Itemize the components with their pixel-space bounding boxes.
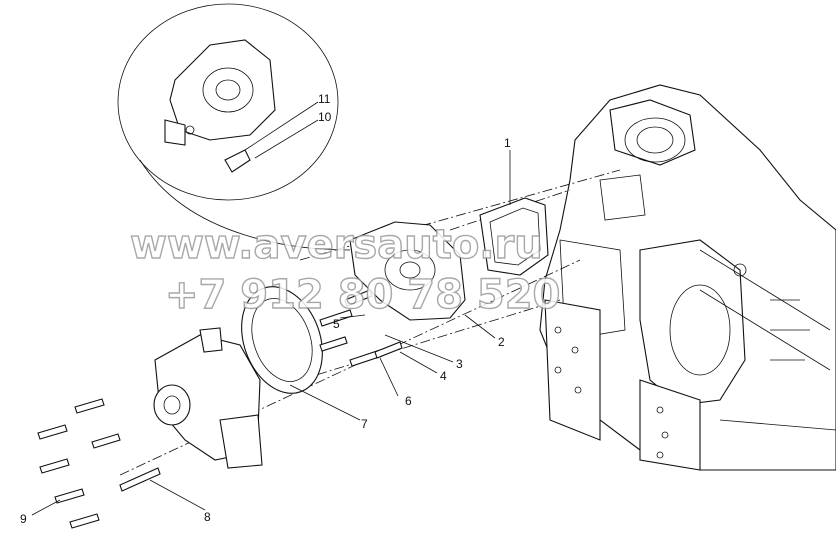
- callout-3: 3: [456, 357, 463, 371]
- detail-view-circle: [117, 3, 351, 251]
- engine-block: [539, 84, 836, 471]
- callout-9: 9: [20, 512, 27, 526]
- callout-4: 4: [440, 369, 447, 383]
- water-pump-cover: [349, 221, 466, 321]
- callout-labels: 1 2 3 4 5 6 7 8 9 10 11: [20, 92, 511, 526]
- callout-2: 2: [498, 335, 505, 349]
- callout-10: 10: [318, 110, 332, 124]
- callout-1: 1: [504, 136, 511, 150]
- bolts: [37, 289, 403, 529]
- watermark-site: www.aversauto.ru: [130, 222, 543, 268]
- callout-8: 8: [204, 510, 211, 524]
- watermark-phone: +7 912 80 78 520: [165, 272, 560, 318]
- water-pump: [153, 327, 263, 469]
- leader-lines: [31, 101, 511, 516]
- gasket-7: [241, 286, 323, 394]
- callout-7: 7: [361, 417, 368, 431]
- callout-11: 11: [318, 92, 331, 106]
- callout-5: 5: [333, 317, 340, 331]
- gasket-1: [479, 197, 549, 276]
- watermark: www.aversauto.ru +7 912 80 78 520: [129, 221, 561, 318]
- callout-6: 6: [405, 394, 412, 408]
